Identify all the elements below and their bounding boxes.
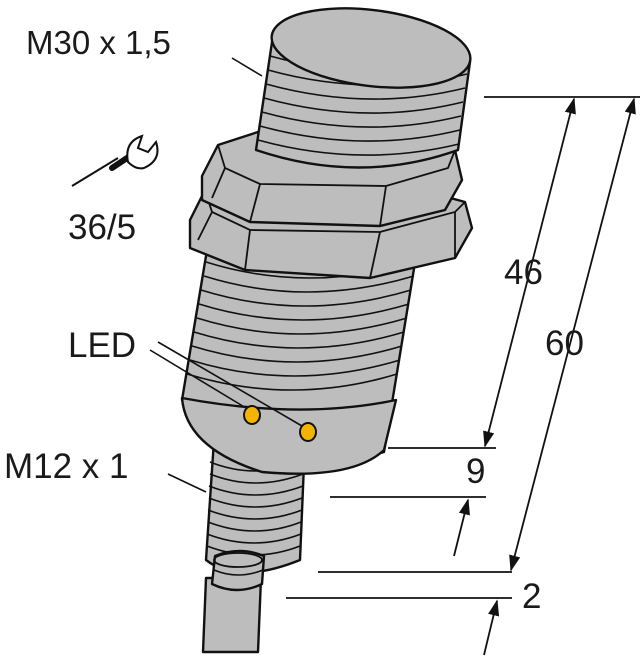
label-wrench-size: 36/5 [68,208,136,247]
label-m12-thread: M12 x 1 [4,447,129,486]
top-thread [254,7,472,169]
leaders [149,57,303,493]
leader-m12 [167,473,207,493]
label-led: LED [68,326,136,365]
label-dim-9: 9 [466,452,485,491]
led-indicator-right [299,422,317,442]
wrench-icon [71,134,159,187]
dim-2-arrow [483,599,500,656]
label-dim-60: 60 [545,324,584,363]
dim-9-arrow [453,498,470,557]
dimension-lines [286,96,640,656]
label-dim-2: 2 [522,577,541,616]
top-face [270,7,472,89]
leader-m30 [231,57,263,77]
label-dim-46: 46 [504,253,543,292]
led-indicator-left [243,405,261,425]
dim-60-line [509,97,636,572]
label-m30-thread: M30 x 1,5 [26,24,171,61]
leader-led-1 [149,349,247,409]
leader-led-2 [157,341,303,427]
